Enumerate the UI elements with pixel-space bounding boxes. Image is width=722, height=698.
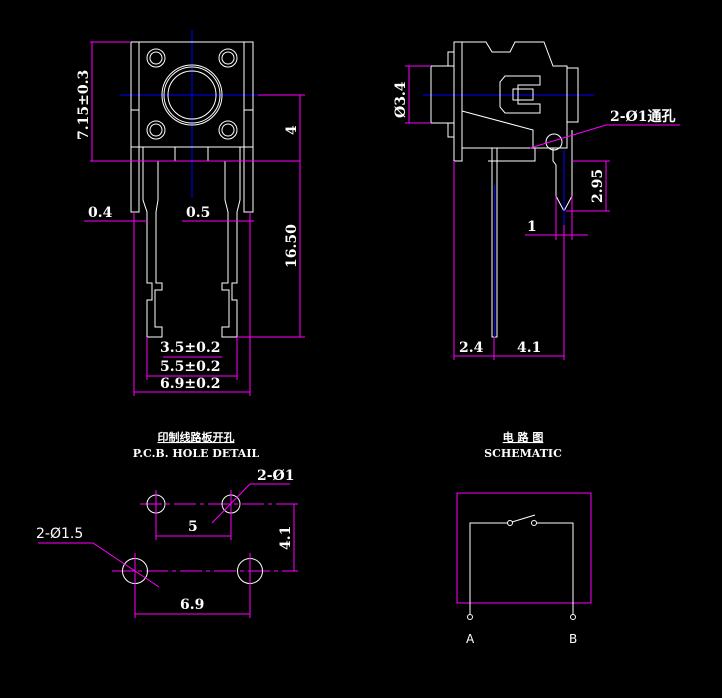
- dim-tip-width: 1: [527, 219, 537, 235]
- dim-offset-b: 4.1: [517, 340, 541, 356]
- dim-large-pitch: 6.9: [180, 597, 204, 613]
- dim-height: 7.15±0.3: [76, 70, 92, 140]
- side-body: [462, 41, 568, 162]
- dim-pin-inner: 3.5±0.2: [160, 340, 220, 356]
- left-terminal: [142, 147, 163, 338]
- terminal-a: [467, 614, 473, 620]
- dim-small-pitch: 5: [188, 519, 198, 535]
- pcb-hole-detail: 印制线路板开孔 P.C.B. HOLE DETAIL 5 4.1 6.9 2-Ø…: [36, 430, 298, 618]
- dim-row-spacing: 4.1: [278, 526, 294, 550]
- dim-small-holes: 2-Ø1: [257, 468, 295, 484]
- dim-pin-outer: 5.5±0.2: [160, 359, 220, 375]
- pcb-title-en: P.C.B. HOLE DETAIL: [133, 447, 260, 460]
- side-view: Ø3.4 2-Ø1通孔 2.95 1 2.4 4.1: [393, 41, 680, 360]
- dim-through-hole: 2-Ø1通孔: [610, 109, 676, 125]
- dim-overall-width: 6.9±0.2: [160, 376, 220, 392]
- dim-tip-length: 2.95: [590, 169, 606, 203]
- switch-contact: [511, 514, 536, 523]
- terminal-b: [570, 614, 576, 620]
- switch-body: [130, 41, 254, 148]
- dim-pin-width: 0.5: [186, 205, 210, 221]
- dim-large-holes: 2-Ø1.5: [36, 526, 83, 542]
- terminal-b-label: B: [569, 632, 577, 646]
- right-terminal: [221, 147, 241, 338]
- button-outer: [161, 64, 223, 126]
- pcb-title-cn: 印制线路板开孔: [158, 430, 235, 444]
- terminal-a-label: A: [466, 632, 475, 646]
- mounting-holes: [146, 48, 238, 140]
- button-actuator: [167, 70, 217, 120]
- dim-button-center: 4: [284, 125, 300, 135]
- dim-offset-a: 2.4: [459, 340, 484, 356]
- front-view: 7.15±0.3 4 16.50 0.4 0.5 3.5±0.2 5.5±0.2…: [76, 30, 305, 396]
- dim-pin-length: 16.50: [284, 224, 300, 268]
- dim-button-dia: Ø3.4: [393, 81, 409, 118]
- switch-boundary: [456, 492, 592, 604]
- schematic-title-en: SCHEMATIC: [484, 447, 562, 460]
- through-hole: [545, 133, 563, 151]
- schematic-title-cn: 电 路 图: [503, 430, 544, 444]
- dim-side-gap: 0.4: [88, 205, 113, 221]
- schematic: 电 路 图 SCHEMATIC A B: [456, 430, 592, 646]
